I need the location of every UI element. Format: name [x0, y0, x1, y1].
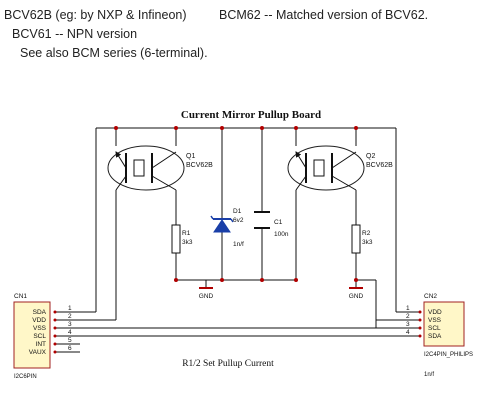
wiring [55, 127, 420, 353]
cn1-pin-label: VDD [32, 317, 46, 324]
cn1-pin-number: 6 [68, 345, 72, 352]
r1-value: 3k3 [182, 239, 193, 246]
zener-diode-d1 [210, 215, 234, 233]
q2-ref: Q2 [366, 153, 375, 160]
resistor-r2 [351, 224, 361, 254]
gnd-label-1: GND [199, 293, 214, 300]
d1-value: 6v2 [233, 217, 244, 224]
r1-ref: R1 [182, 230, 191, 237]
resistor-r1 [171, 224, 181, 254]
header-line1b: BCM62 -- Matched version of BCV62. [219, 8, 429, 22]
gnd-label-2: GND [349, 293, 364, 300]
cn1-pin-label: VAUX [29, 349, 47, 356]
schematic-title: Current Mirror Pullup Board [181, 109, 321, 121]
cn1-ref: CN1 [14, 293, 27, 300]
junction-nodes [53, 126, 422, 354]
cn2-pin-label: VDD [428, 309, 442, 316]
r2-ref: R2 [362, 230, 371, 237]
connector-cn1 [13, 301, 51, 369]
cn1-pin-number: 3 [68, 321, 72, 328]
cn2-pin-number: 3 [406, 321, 410, 328]
c1-value: 100n [274, 231, 289, 238]
header-line1a: BCV62B (eg: by NXP & Infineon) [4, 8, 187, 22]
cn2-pin-label: SDA [428, 333, 442, 340]
cn1-pin-number: 2 [68, 313, 72, 320]
r2-value: 3k3 [362, 239, 373, 246]
header-line3: See also BCM series (6-terminal). [20, 46, 208, 60]
cn1-pin-label: SCL [33, 333, 46, 340]
q1-part: BCV62B [186, 162, 213, 169]
q1-ref: Q1 [186, 153, 195, 160]
capacitor-c1 [254, 211, 270, 229]
transistor-q2 [287, 145, 365, 191]
d1-sub: 1n/f [233, 241, 244, 248]
cn2-pin-number: 4 [406, 329, 410, 336]
cn2-pin-label: SCL [428, 325, 441, 332]
q2-part: BCV62B [366, 162, 393, 169]
cn1-name: I2C6PIN [14, 374, 37, 380]
connector-cn2 [423, 301, 465, 347]
transistor-q1 [107, 145, 185, 191]
cn1-pin-number: 4 [68, 329, 72, 336]
c1-ref: C1 [274, 219, 283, 226]
cn2-pin-label: VSS [428, 317, 442, 324]
cn1-pin-number: 1 [68, 305, 72, 312]
cn2-ref: CN2 [424, 293, 437, 300]
d1-ref: D1 [233, 208, 242, 215]
cn2-name: I2C4PIN_PHILIPS [424, 352, 473, 358]
cn1-pin-label: SDA [33, 309, 47, 316]
cn1-pin-label: VSS [33, 325, 47, 332]
header-line2: BCV61 -- NPN version [12, 27, 138, 41]
cn1-pin-label: INT [36, 341, 47, 348]
cn2-pin-number: 2 [406, 313, 410, 320]
cn1-pin-number: 5 [68, 337, 72, 344]
cn2-pin-number: 1 [406, 305, 410, 312]
schematic-caption: R1/2 Set Pullup Current [182, 359, 274, 369]
cn2-sub: 1n/f [424, 372, 434, 378]
